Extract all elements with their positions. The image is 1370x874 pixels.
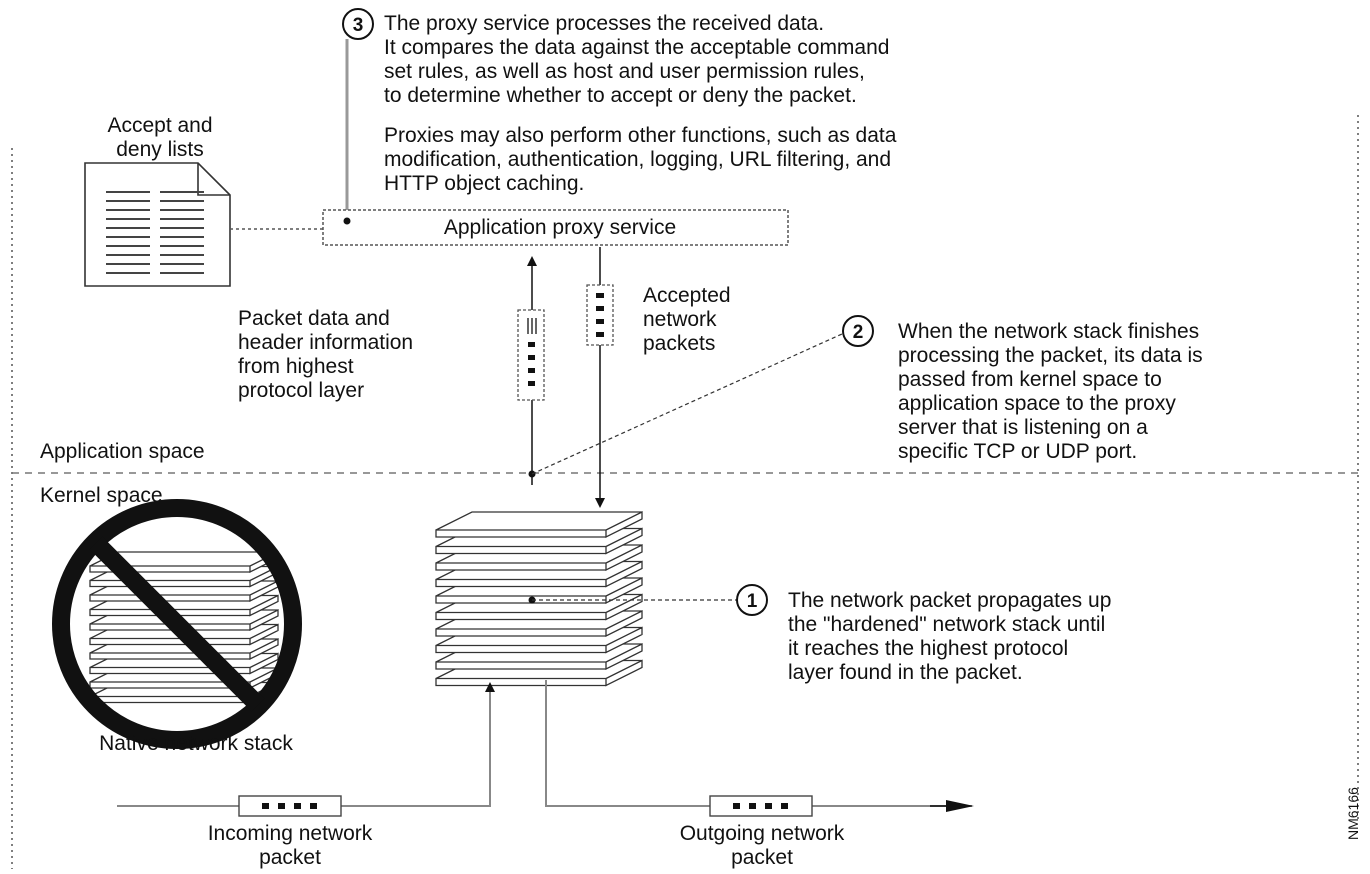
- step2-callout: 2 When the network stack finishes proces…: [528, 315, 1203, 478]
- document-text-lines: [106, 191, 204, 274]
- step3-line-3: set rules, as well as host and user perm…: [384, 60, 865, 83]
- hardened-network-stack: [435, 510, 643, 687]
- packet-data-flow: Packet data and header information from …: [238, 256, 545, 485]
- application-space-label: Application space: [40, 440, 205, 463]
- step3-number-circle: [342, 8, 374, 40]
- accept-deny-lists: Accept and deny lists: [84, 114, 323, 287]
- step2-line-5: server that is listening on a: [898, 416, 1148, 439]
- accept-deny-label-2: deny lists: [116, 138, 204, 161]
- step3-callout: 3 The proxy service processes the receiv…: [342, 8, 897, 218]
- incoming-line-1: Incoming network: [208, 822, 373, 845]
- accepted-line-3: packets: [643, 332, 715, 355]
- step3-extra-line-1: Proxies may also perform other functions…: [384, 124, 897, 147]
- document-icon: [84, 162, 231, 287]
- step2-leader-line: [531, 333, 843, 475]
- prohibition-circle: [52, 499, 302, 749]
- step2-line-6: specific TCP or UDP port.: [898, 440, 1137, 463]
- prohibition-slash: [89, 536, 265, 712]
- incoming-line-2: packet: [259, 846, 321, 869]
- native-stack-label: Native network stack: [99, 732, 293, 755]
- outgoing-packet-flow: Outgoing network packet: [545, 680, 974, 869]
- figure-id: NM6166: [1345, 787, 1361, 840]
- document-fold: [197, 163, 230, 196]
- accept-deny-label-1: Accept and: [107, 114, 212, 137]
- step1-line-2: the "hardened" network stack until: [788, 613, 1105, 636]
- step3-line-1: The proxy service processes the received…: [384, 12, 824, 35]
- incoming-packet-flow: Incoming network packet: [117, 682, 495, 869]
- packet-data-line-1: Packet data and: [238, 307, 390, 330]
- accepted-line-2: network: [643, 308, 717, 331]
- packet-data-line-3: from highest: [238, 355, 354, 378]
- step2-line-2: processing the packet, its data is: [898, 344, 1203, 367]
- step1-line-1: The network packet propagates up: [788, 589, 1111, 612]
- step1-callout: 1 The network packet propagates up the "…: [528, 584, 1111, 684]
- step2-number: 2: [853, 322, 864, 343]
- kernel-space-label: Kernel space: [40, 484, 163, 507]
- accepted-line-1: Accepted: [643, 284, 731, 307]
- proxy-box: [322, 209, 789, 246]
- step3-line-4: to determine whether to accept or deny t…: [384, 84, 857, 107]
- step2-line-4: application space to the proxy: [898, 392, 1176, 415]
- packet-data-line-2: header information: [238, 331, 413, 354]
- step2-number-circle: [842, 315, 874, 347]
- step3-line-2: It compares the data against the accepta…: [384, 36, 889, 59]
- proxy-dot: [343, 217, 351, 225]
- outgoing-line-1: Outgoing network: [680, 822, 845, 845]
- step2-line-1: When the network stack finishes: [898, 320, 1199, 343]
- application-proxy-service: Application proxy service: [322, 209, 789, 246]
- step1-line-3: it reaches the highest protocol: [788, 637, 1068, 660]
- outgoing-line-2: packet: [731, 846, 793, 869]
- step2-line-3: passed from kernel space to: [898, 368, 1162, 391]
- accepted-packets-flow: Accepted network packets: [586, 247, 731, 508]
- native-network-stack: Native network stack: [52, 499, 302, 755]
- step1-line-4: layer found in the packet.: [788, 661, 1023, 684]
- hardened-stack-layer-1: [435, 510, 643, 539]
- outgoing-line: [545, 680, 948, 807]
- step3-number: 3: [353, 15, 364, 36]
- packet-data-line-4: protocol layer: [238, 379, 364, 402]
- step1-number-circle: [736, 584, 768, 616]
- step3-extra-line-2: modification, authentication, logging, U…: [384, 148, 891, 171]
- step3-extra-line-3: HTTP object caching.: [384, 172, 584, 195]
- step1-number: 1: [747, 591, 758, 612]
- proxy-box-label: Application proxy service: [444, 216, 676, 239]
- incoming-packet-icon: [238, 795, 342, 817]
- outgoing-packet-icon: [709, 795, 813, 817]
